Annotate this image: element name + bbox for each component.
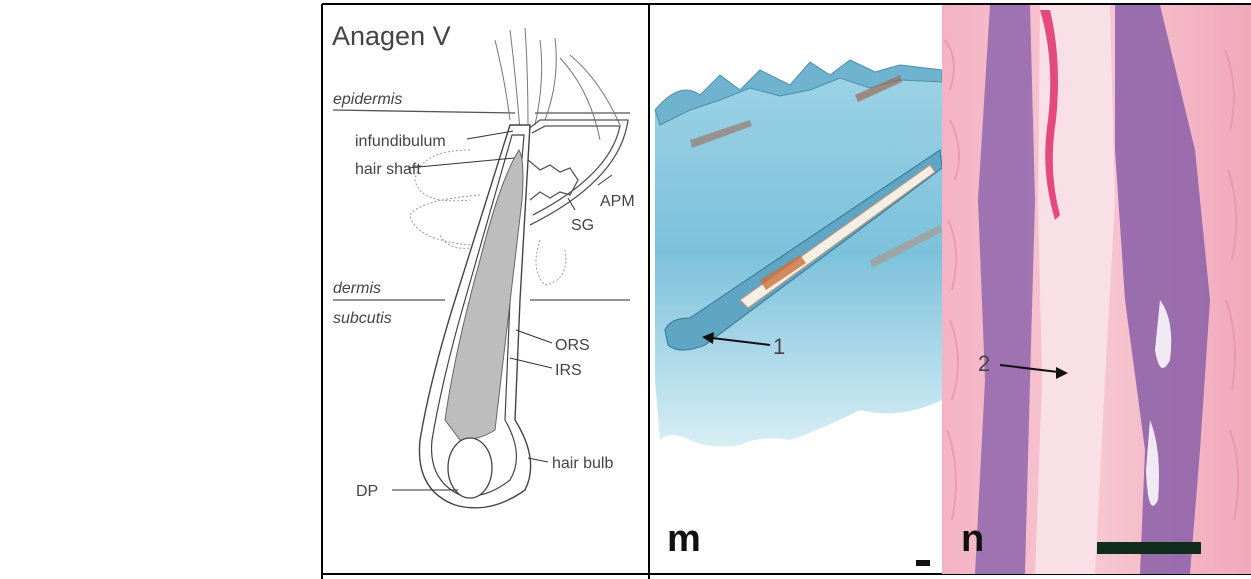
arrow-2-line xyxy=(999,364,1059,373)
label-subcutis: subcutis xyxy=(333,310,392,327)
panel-n-gap-1 xyxy=(1155,300,1172,368)
dermal-papilla xyxy=(447,437,493,499)
panel-n-gap-2 xyxy=(1146,420,1159,506)
label-hair-bulb: hair bulb xyxy=(552,455,613,472)
panel-n-ors-left xyxy=(975,5,1035,574)
panel-letter-n: n xyxy=(961,518,984,560)
arrow-2-head xyxy=(1056,367,1068,379)
panel-n-keratin xyxy=(1040,10,1060,220)
scale-bar-n xyxy=(1097,542,1201,554)
panel-m-epidermis xyxy=(654,59,943,126)
label-epidermis: epidermis xyxy=(333,91,402,108)
hair-shafts-outer xyxy=(494,27,621,141)
panel-m-follicle-small-1 xyxy=(690,120,752,148)
hair-shaft-fill xyxy=(444,149,524,441)
label-sg: SG xyxy=(571,217,594,234)
label-ors: ORS xyxy=(555,337,590,354)
panel-n: 2 n xyxy=(942,5,1251,574)
pointer-lines xyxy=(392,130,613,491)
label-apm: APM xyxy=(600,193,635,210)
arrow-1-head xyxy=(702,332,714,344)
label-dp: DP xyxy=(356,483,378,500)
panel-m-pigment xyxy=(760,255,806,290)
panel-m: 1 m xyxy=(654,59,943,566)
anagen-diagram: Anagen V epidermis dermis subcutis xyxy=(332,21,635,509)
panel-n-ors-right xyxy=(1115,5,1210,574)
panel-n-fibers xyxy=(944,39,1240,521)
label-infundibulum: infundibulum xyxy=(355,133,446,150)
panel-m-follicle-small-2 xyxy=(855,75,902,102)
diagram-title: Anagen V xyxy=(332,21,451,51)
label-dermis: dermis xyxy=(333,280,381,297)
panel-m-follicle-small-3 xyxy=(870,225,942,268)
marker-2: 2 xyxy=(978,351,990,376)
label-irs: IRS xyxy=(555,362,582,379)
panel-letter-m: m xyxy=(667,518,701,560)
apm-outline xyxy=(526,119,629,226)
scale-bar-m xyxy=(916,560,930,566)
label-hair-shaft: hair shaft xyxy=(355,161,421,178)
marker-1: 1 xyxy=(773,334,785,359)
panel-n-hair-shaft xyxy=(1035,5,1115,574)
arrow-1-line xyxy=(711,337,771,346)
